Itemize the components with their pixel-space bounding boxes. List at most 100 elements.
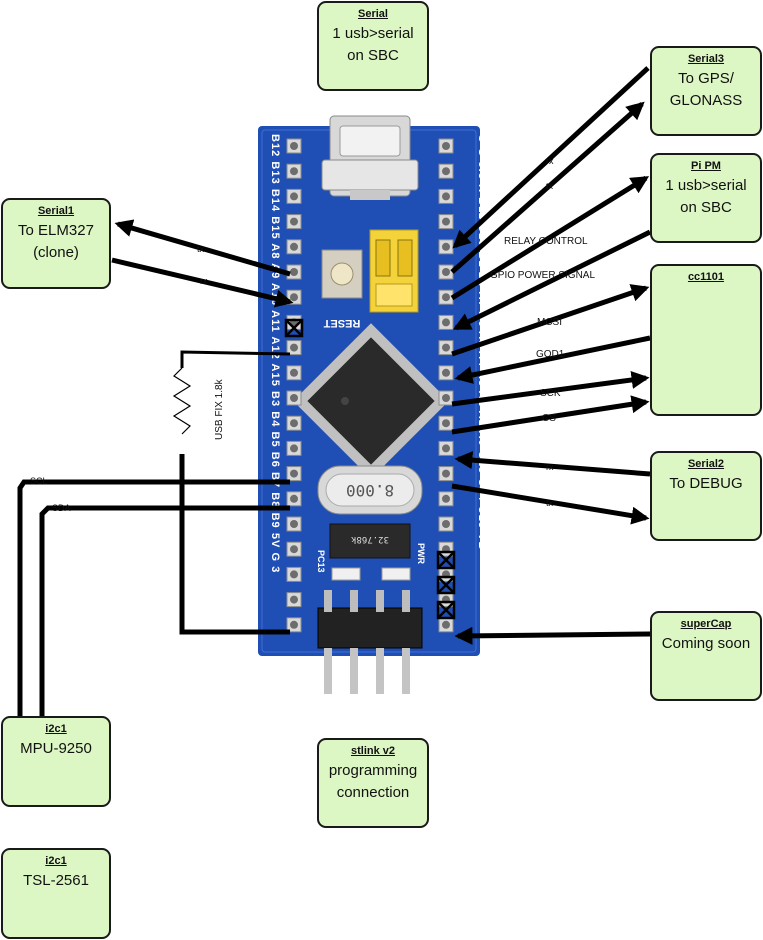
right-pin-hole xyxy=(442,419,450,428)
box-stlink-line1: programming xyxy=(328,762,418,779)
right-pin-hole xyxy=(442,494,450,503)
box-serial-line1: 1 usb>serial xyxy=(332,25,414,42)
pc13-silkscreen: PC13 xyxy=(316,550,326,573)
left-pin-hole xyxy=(290,520,298,528)
left-pin-hole xyxy=(290,192,298,201)
box-stlink-line2: connection xyxy=(336,784,410,801)
wire-scl xyxy=(17,479,290,716)
reset-silkscreen: RESET xyxy=(323,317,360,329)
resistor-symbol xyxy=(172,367,192,435)
box-stlink: stlink v2 programming connection xyxy=(317,738,429,828)
left-pin-hole xyxy=(290,545,298,554)
box-stlink-title: stlink v2 xyxy=(350,745,396,757)
label-serial2-rx: rx xyxy=(546,462,554,472)
left-pin-hole xyxy=(290,268,298,276)
led-pc13 xyxy=(331,567,361,581)
boot-jumpers xyxy=(369,229,419,313)
box-serial2-title: Serial2 xyxy=(687,458,725,470)
wire-supercap xyxy=(454,626,651,645)
box-serial1-title: Serial1 xyxy=(37,205,75,217)
label-sda: SDA xyxy=(52,503,71,513)
box-i2c1-mpu9250: i2c1 MPU-9250 xyxy=(1,716,111,807)
no-connect-marks xyxy=(284,318,456,620)
swd-header xyxy=(317,590,423,694)
stm32-mcu-chip xyxy=(293,323,449,479)
label-gpio-power-signal: GPIO POWER SIGNAL xyxy=(490,270,596,281)
left-pin-hole xyxy=(290,595,298,604)
label-mcsi: MCSI xyxy=(537,317,562,328)
rtc-crystal-marking: 32.768k xyxy=(350,534,389,544)
right-pin-hole xyxy=(442,394,450,402)
left-header-pins xyxy=(286,138,302,633)
box-serial1-line1: To ELM327 xyxy=(18,222,94,239)
label-serial1-tx: tx xyxy=(197,244,205,254)
box-serial2: Serial2 To DEBUG xyxy=(650,451,762,541)
right-pin-hole xyxy=(442,620,450,629)
label-usb-fix-resistor: USB FIX 1.8k xyxy=(214,379,225,440)
wire-sck xyxy=(451,370,650,407)
box-supercap: superCap Coming soon xyxy=(650,611,762,701)
right-pin-hole xyxy=(442,242,450,251)
box-pipm-line2: on SBC xyxy=(680,199,732,216)
right-pin-hole xyxy=(442,167,450,176)
hse-crystal xyxy=(317,465,423,515)
right-pin-hole xyxy=(442,520,450,528)
label-serial3-rx: rx xyxy=(546,156,554,166)
box-serial-line2: on SBC xyxy=(347,47,399,64)
box-i2c1-tsl2561: i2c1 TSL-2561 xyxy=(1,848,111,939)
wire-relay-control xyxy=(450,175,650,301)
label-serial2-tx: tx xyxy=(546,498,554,508)
pwr-silkscreen: PWR xyxy=(416,543,426,564)
label-sck: SCK xyxy=(540,388,561,399)
box-pi-pm: Pi PM 1 usb>serial on SBC xyxy=(650,153,762,243)
wire-usb-fix-bottom xyxy=(179,454,290,635)
left-pin-hole xyxy=(290,494,298,503)
label-scl: SCL xyxy=(30,476,48,486)
left-pin-hole xyxy=(290,242,298,251)
right-pin-hole xyxy=(442,368,450,377)
wire-god1 xyxy=(454,335,651,384)
box-serial3-title: Serial3 xyxy=(687,53,725,65)
box-i2c1b-title: i2c1 xyxy=(45,855,67,867)
box-serial1-line2: (clone) xyxy=(33,244,79,261)
box-serial3-line1: To GPS/ xyxy=(678,70,734,87)
left-pin-hole xyxy=(290,343,298,352)
wires xyxy=(111,66,652,645)
crystal-marking: 8.000 xyxy=(346,481,394,500)
wire-serial3-tx xyxy=(450,101,645,274)
box-serial-title: Serial xyxy=(358,8,388,20)
box-serial1: Serial1 To ELM327 (clone) xyxy=(1,198,111,289)
right-pin-hole xyxy=(442,343,450,352)
box-serial2-line1: To DEBUG xyxy=(669,475,743,492)
box-cc1101-title: cc1101 xyxy=(687,271,725,283)
stm32-blue-pill-board: RESET 8.000 32.768k PC13 PWR B12 B13 B14… xyxy=(258,115,488,694)
wire-mcsi xyxy=(451,284,650,357)
right-pin-hole xyxy=(442,192,450,201)
right-pin-hole xyxy=(442,142,450,150)
label-serial1-rx: rx xyxy=(200,276,208,286)
box-pipm-title: Pi PM xyxy=(691,160,721,172)
box-serial3-line2: GLONASS xyxy=(669,92,743,109)
reset-button xyxy=(321,249,363,299)
left-pin-hole xyxy=(290,217,298,226)
label-relay-control: RELAY CONTROL xyxy=(504,236,588,247)
rtc-crystal xyxy=(329,523,411,559)
box-serial: Serial 1 usb>serial on SBC xyxy=(317,1,429,91)
wire-serial3-rx xyxy=(452,66,650,249)
micro-usb-connector xyxy=(321,115,419,200)
led-power xyxy=(381,567,411,581)
left-pin-hole xyxy=(290,142,298,150)
right-pin-hole xyxy=(442,217,450,226)
wire-gpio-power xyxy=(452,229,652,331)
left-pin-hole xyxy=(290,293,298,302)
wire-usb-fix-top xyxy=(180,350,291,368)
right-pin-hole xyxy=(442,268,450,276)
label-serial3-tx: tx xyxy=(546,181,554,191)
right-pin-hole xyxy=(442,293,450,302)
left-pin-hole xyxy=(290,469,298,478)
box-cc1101: cc1101 xyxy=(650,264,762,416)
left-pin-hole xyxy=(290,368,298,377)
label-god1: GOD1 xyxy=(536,349,565,360)
wire-serial1-tx xyxy=(114,219,291,277)
left-pin-hole xyxy=(290,570,298,579)
